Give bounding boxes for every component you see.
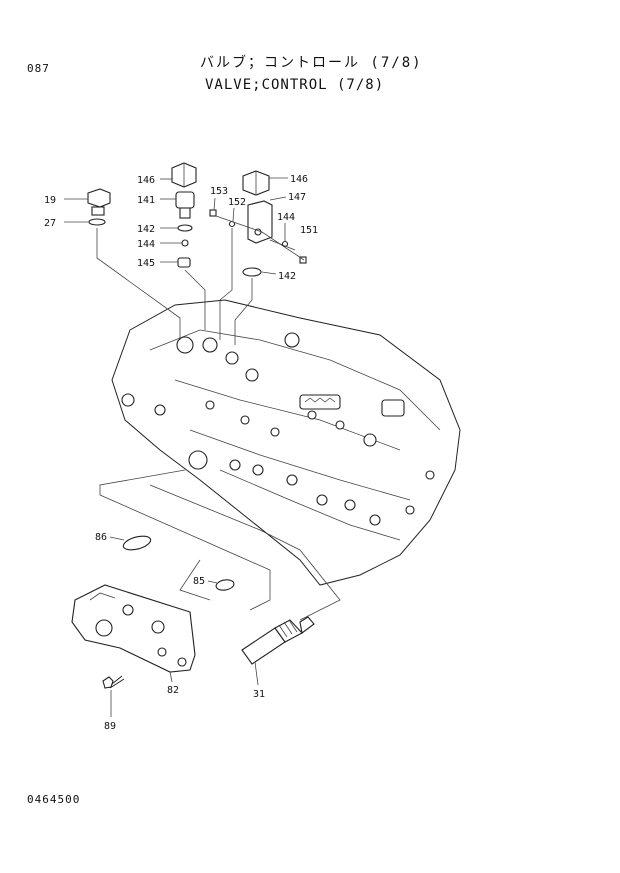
callout-27: 27 — [44, 218, 56, 229]
screw-153 — [209, 209, 217, 217]
callout-89: 89 — [104, 721, 116, 732]
callout-145: 145 — [137, 258, 155, 269]
assembly-guide-lines — [96, 215, 341, 621]
page-number: 087 — [27, 62, 50, 75]
callout-142-left: 142 — [137, 224, 155, 235]
callout-86: 86 — [95, 532, 107, 543]
plug-19 — [87, 188, 111, 216]
screw-151 — [299, 256, 307, 264]
document-number: 0464500 — [27, 793, 81, 806]
callout-142-right: 142 — [278, 271, 296, 282]
o-ring-142-left — [177, 224, 193, 232]
callout-153: 153 — [210, 186, 228, 197]
callout-152: 152 — [228, 197, 246, 208]
callout-19: 19 — [44, 195, 56, 206]
callout-leaders — [64, 177, 288, 717]
sensor-31 — [241, 616, 315, 665]
part-callouts: 146 141 19 27 142 144 145 153 152 146 14… — [44, 174, 318, 732]
bolt-89 — [102, 675, 125, 689]
callout-82: 82 — [167, 685, 179, 696]
cover-82 — [71, 584, 196, 673]
o-ring-86 — [122, 535, 152, 551]
title-english: VALVE;CONTROL (7/8) — [205, 77, 385, 93]
callout-144-right: 144 — [277, 212, 295, 223]
callout-146-left: 146 — [137, 175, 155, 186]
callout-146-right: 146 — [290, 174, 308, 185]
callout-141: 141 — [137, 195, 155, 206]
control-valve-body — [111, 299, 461, 586]
callout-31: 31 — [253, 689, 265, 700]
housing-147 — [247, 200, 273, 244]
o-ring-27 — [88, 218, 106, 226]
o-ring-142-right — [242, 267, 262, 277]
callout-151: 151 — [300, 225, 318, 236]
ball-144-left — [181, 239, 189, 247]
title-japanese: バルブ；コントロール (7/8) — [200, 55, 423, 71]
callout-147: 147 — [288, 192, 306, 203]
callout-85: 85 — [193, 576, 205, 587]
callout-144-left: 144 — [137, 239, 155, 250]
o-ring-85 — [215, 579, 235, 591]
plug-146-right — [242, 170, 270, 196]
valve-141 — [175, 191, 195, 219]
plug-146-left — [171, 162, 197, 188]
seat-145 — [177, 257, 191, 268]
